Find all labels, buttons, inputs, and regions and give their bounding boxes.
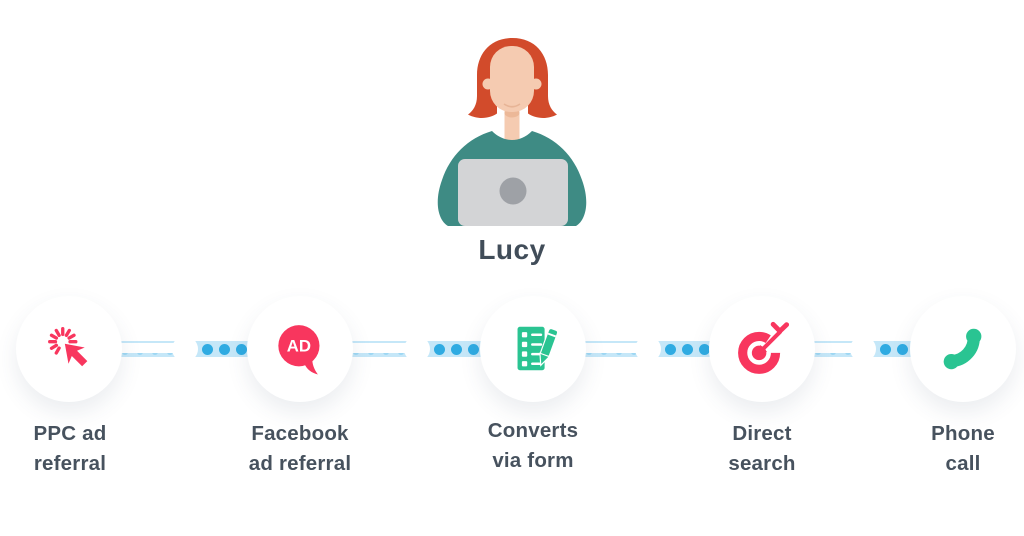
timeline-node-ppc-ad-referral (16, 296, 122, 402)
target-bullseye-icon (738, 321, 790, 374)
label-line: Converts (487, 419, 579, 442)
step-label-converts-via-form: Converts via form (433, 416, 633, 476)
phone-handset-icon (943, 328, 982, 370)
click-cursor-icon (48, 327, 88, 367)
connector-progress-line (104, 342, 185, 353)
connector-progress-line (797, 342, 863, 353)
label-line: call (945, 452, 981, 475)
pencil (539, 327, 559, 367)
face (490, 46, 534, 112)
label-line: referral (33, 452, 107, 475)
label-line: ad referral (248, 452, 352, 475)
persona-illustration (437, 38, 587, 226)
connector-knob (849, 336, 876, 362)
ad-badge-text: AD (287, 337, 311, 356)
label-line: Direct (732, 422, 792, 445)
step-label-phone-call: Phone call (878, 419, 1024, 479)
connector-knob (171, 336, 198, 362)
label-line: Facebook (251, 422, 349, 445)
timeline-connector-2 (331, 336, 502, 362)
label-line: PPC ad (33, 422, 107, 445)
timeline-connector-1 (100, 336, 269, 362)
persona-name: Lucy (478, 234, 546, 265)
timeline-node-facebook-ad-referral: AD (247, 296, 353, 402)
step-label-facebook-ad-referral: Facebook ad referral (200, 419, 400, 479)
timeline-node-direct-search (709, 296, 815, 402)
timeline-node-phone-call (910, 296, 1016, 402)
label-line: via form (492, 449, 574, 472)
connector-knob (634, 336, 661, 362)
step-label-direct-search: Direct search (662, 419, 862, 479)
laptop-logo (499, 177, 527, 205)
label-line: search (728, 452, 796, 475)
timeline-connector-4 (793, 336, 932, 362)
ad-speech-bubble-icon: AD (278, 325, 320, 375)
timeline-connector-3 (564, 336, 731, 362)
label-line: Phone (931, 422, 995, 445)
step-label-ppc-ad-referral: PPC ad referral (0, 419, 170, 479)
form-checklist-icon (517, 326, 559, 371)
timeline-node-converts-via-form (480, 296, 586, 402)
connector-knob (403, 336, 430, 362)
chin-line (503, 103, 521, 108)
connector-progress-line (568, 342, 648, 353)
connector-progress-line (335, 342, 417, 353)
